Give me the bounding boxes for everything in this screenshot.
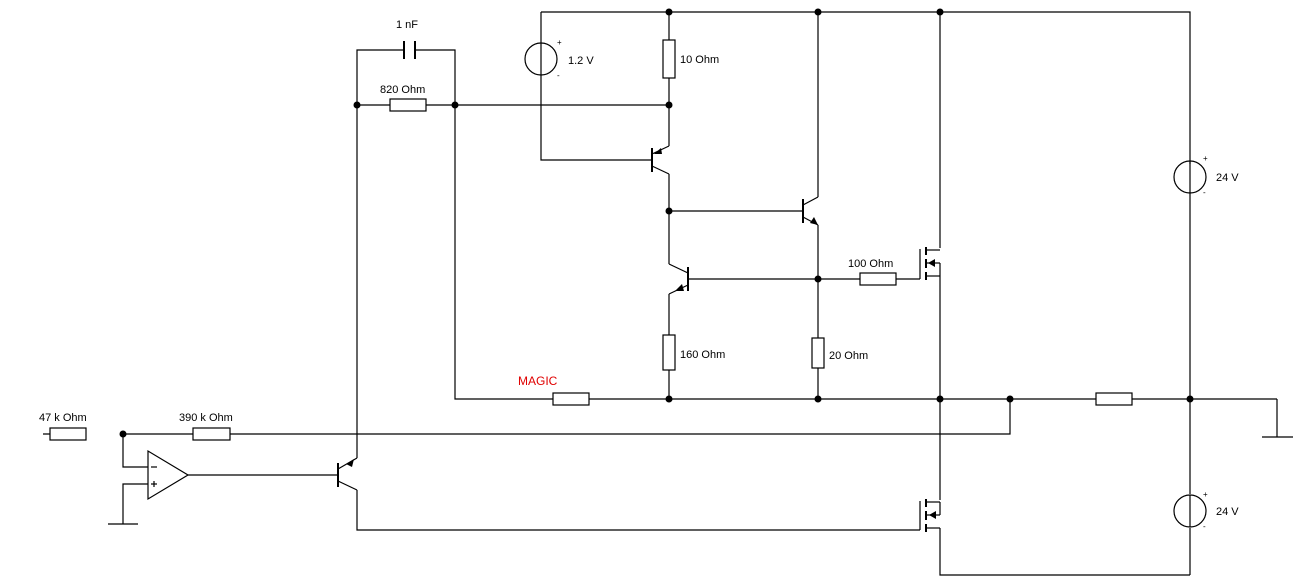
voltage-source-24v-bottom: + - — [1173, 490, 1208, 531]
label-r-390k: 390 k Ohm — [179, 412, 233, 424]
polarity-minus: - — [557, 71, 560, 80]
label-v-24-top: 24 V — [1216, 172, 1239, 184]
resistor-390k-ohm — [192, 427, 231, 441]
label-v-1v2: 1.2 V — [568, 55, 594, 67]
voltage-source-24v-top: + - — [1173, 154, 1208, 197]
polarity-minus: - — [1203, 188, 1206, 197]
resistor-output — [1095, 392, 1133, 406]
resistor-magic — [552, 392, 590, 406]
polarity-plus: + — [557, 38, 562, 47]
label-r-20: 20 Ohm — [829, 350, 868, 362]
polarity-minus: - — [1203, 522, 1206, 531]
labels: 1 nF 820 Ohm 1.2 V 10 Ohm 24 V 100 Ohm 1… — [39, 19, 1239, 518]
resistor-820-ohm — [389, 98, 427, 112]
transistor-q1 — [651, 145, 670, 175]
label-r-820: 820 Ohm — [380, 84, 425, 96]
label-r-100: 100 Ohm — [848, 258, 893, 270]
mosfet-lower — [919, 499, 941, 532]
resistor-160-ohm — [662, 334, 676, 371]
label-r-47k: 47 k Ohm — [39, 412, 87, 424]
label-v-24-bottom: 24 V — [1216, 506, 1239, 518]
voltage-source-1v2: + - — [524, 38, 562, 80]
label-magic: MAGIC — [518, 374, 558, 388]
mosfet-upper — [919, 247, 941, 280]
transistor-q3 — [668, 263, 689, 295]
resistor-100-ohm — [859, 272, 897, 286]
junction-dots — [119, 8, 1194, 438]
label-r-160: 160 Ohm — [680, 349, 725, 361]
resistor-10-ohm — [662, 39, 676, 79]
label-r-10: 10 Ohm — [680, 54, 719, 66]
polarity-plus: + — [1203, 490, 1208, 499]
capacitor-1nf — [403, 41, 416, 59]
wires — [43, 11, 1293, 576]
label-cap-1nf: 1 nF — [396, 19, 418, 31]
transistor-q2 — [802, 196, 819, 226]
resistor-47k-ohm — [49, 427, 87, 441]
transistor-q4 — [337, 457, 358, 491]
opamp — [147, 449, 190, 501]
resistor-20-ohm — [811, 337, 825, 369]
polarity-plus: + — [1203, 154, 1208, 163]
resistors — [49, 39, 1133, 441]
